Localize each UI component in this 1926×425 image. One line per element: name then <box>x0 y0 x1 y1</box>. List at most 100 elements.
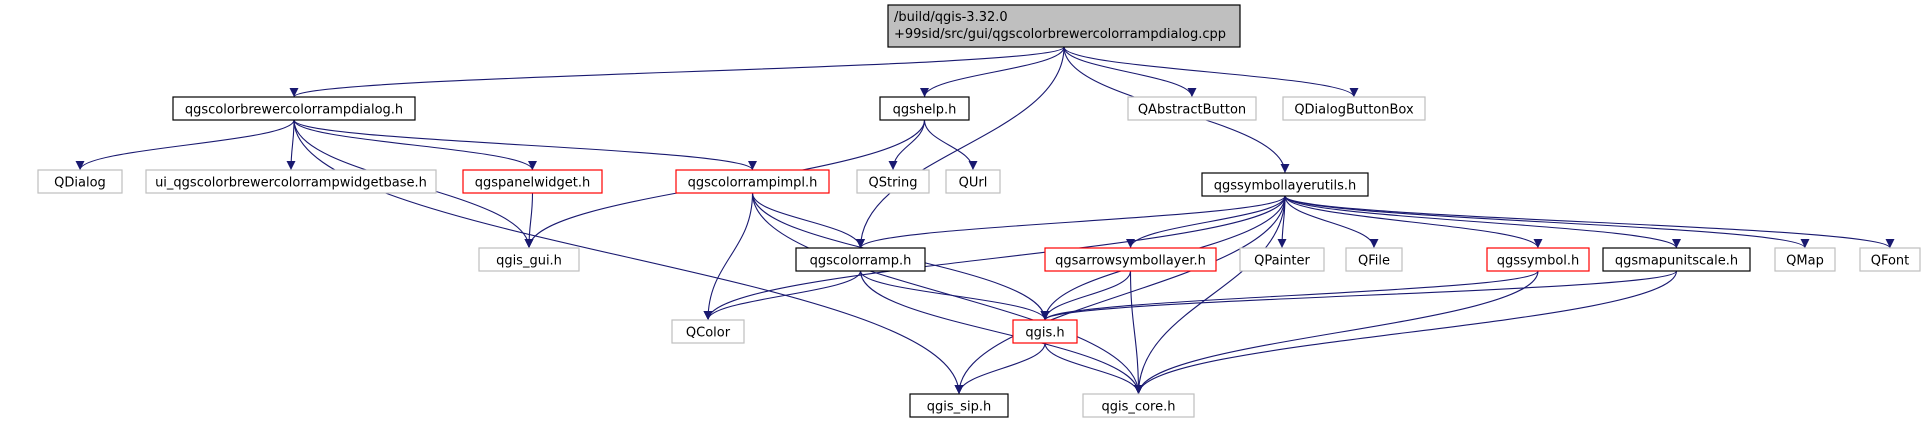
edge-qgssymbollayerutils_h-to-qgis_core_h <box>1134 195 1286 395</box>
edge-qgshelp_h-to-qstring <box>888 119 926 171</box>
node-label: qgis_sip.h <box>927 400 991 415</box>
node-label: QFile <box>1358 254 1390 269</box>
node-box <box>887 4 1241 48</box>
edge-qgshelp_h-to-qurl <box>923 119 978 171</box>
node-box <box>145 169 437 194</box>
node-qstring: QString <box>856 169 930 194</box>
node-label: qgssymbol.h <box>1497 254 1580 269</box>
node-box <box>1201 172 1369 197</box>
edge-qgscolorrampimpl_h-to-qcolor <box>703 192 754 321</box>
edge-qgssymbollayerutils_h-to-qcolor <box>703 195 1286 321</box>
edge-root-to-qabstractbutton <box>1063 46 1197 98</box>
edge-qgssymbollayerutils_h-to-qgssymbol_h <box>1284 195 1543 249</box>
edge-root-to-qgshelp_h <box>920 46 1065 98</box>
edge-dialog_h-to-qgis_sip_h <box>293 119 964 395</box>
node-qfile: QFile <box>1345 247 1403 272</box>
node-label-line: /build/qgis-3.32.0 <box>894 10 1008 25</box>
node-box <box>1239 247 1325 272</box>
node-qgis-core-h: qgis_core.h <box>1082 393 1195 418</box>
node-label: QDialogButtonBox <box>1294 103 1414 118</box>
node-qgscolorrampimpl-h[interactable]: qgscolorrampimpl.h <box>675 169 830 194</box>
node-box <box>945 169 1001 194</box>
edge-qgssymbol_h-to-qgis_core_h <box>1134 270 1539 395</box>
node-box <box>909 393 1009 418</box>
node-qgshelp-h[interactable]: qgshelp.h <box>879 96 970 121</box>
node-qabstractbutton: QAbstractButton <box>1127 96 1257 121</box>
node-label: qgshelp.h <box>893 103 957 118</box>
node-qcolor: QColor <box>671 319 745 344</box>
edge-qgssymbollayerutils_h-to-qfont <box>1284 195 1895 249</box>
node-box <box>675 169 830 194</box>
node-qdialog: QDialog <box>37 169 123 194</box>
node-label-line: +99sid/src/gui/qgscolorbrewercolorrampdi… <box>894 27 1226 42</box>
node-qgsarrowsymbollayer-h[interactable]: qgsarrowsymbollayer.h <box>1044 247 1217 272</box>
node-box <box>1082 393 1195 418</box>
node-label: qgis_core.h <box>1102 400 1176 415</box>
edge-root-to-qdialogbuttonbox <box>1063 46 1359 98</box>
node-label: QFont <box>1871 254 1910 269</box>
edge-dialog_h-to-qgspanelwidget_h <box>293 119 537 171</box>
node-qfont: QFont <box>1859 247 1921 272</box>
node-box <box>879 96 970 121</box>
node-qgis-h[interactable]: qgis.h <box>1012 319 1078 344</box>
edge-qgsarrowsymbollayer_h-to-qgis_h <box>1040 270 1132 321</box>
node-dialog-h[interactable]: qgscolorbrewercolorrampdialog.h <box>172 96 416 121</box>
node-root[interactable]: /build/qgis-3.32.0 +99sid/src/gui/qgscolo… <box>887 4 1241 48</box>
node-box <box>671 319 745 344</box>
edge-qgssymbollayerutils_h-to-qgsarrowsymbollayer_h <box>1126 195 1286 249</box>
node-box <box>1345 247 1403 272</box>
node-qgssymbollayerutils-h[interactable]: qgssymbollayerutils.h <box>1201 172 1369 197</box>
node-label: qgscolorramp.h <box>810 254 912 269</box>
node-box <box>1774 247 1836 272</box>
edge-qgssymbol_h-to-qgis_h <box>1040 270 1539 321</box>
node-layer: /build/qgis-3.32.0 +99sid/src/gui/qgscolo… <box>37 4 1921 418</box>
edge-qgscolorramp_h-to-qgis_core_h <box>859 270 1143 395</box>
node-qgsmapunitscale-h[interactable]: qgsmapunitscale.h <box>1602 247 1751 272</box>
node-label: qgis.h <box>1025 326 1064 341</box>
node-label: QPainter <box>1254 254 1310 269</box>
node-label: QColor <box>686 326 731 341</box>
edge-qgssymbollayerutils_h-to-qgsmapunitscale_h <box>1284 195 1681 249</box>
node-box <box>1859 247 1921 272</box>
edge-layer <box>75 46 1895 395</box>
node-box <box>856 169 930 194</box>
edge-qgsmapunitscale_h-to-qgis_h <box>1040 270 1678 321</box>
edge-qgis_h-to-qgis_sip_h <box>954 342 1046 395</box>
node-label: qgspanelwidget.h <box>475 176 591 191</box>
node-box <box>478 247 580 272</box>
node-qgscolorramp-h[interactable]: qgscolorramp.h <box>795 247 926 272</box>
edge-qgssymbollayerutils_h-to-qgis_sip_h <box>954 195 1286 395</box>
node-label: ui_qgscolorbrewercolorrampwidgetbase.h <box>155 176 427 191</box>
node-label: QString <box>868 176 917 191</box>
edge-qgsarrowsymbollayer_h-to-qgis_core_h <box>1129 270 1143 395</box>
edge-root-to-dialog_h <box>289 46 1065 98</box>
node-label: qgscolorrampimpl.h <box>688 176 818 191</box>
node-box <box>795 247 926 272</box>
node-label: qgsarrowsymbollayer.h <box>1055 254 1206 269</box>
node-label: QMap <box>1786 254 1824 269</box>
node-qpainter: QPainter <box>1239 247 1325 272</box>
edge-qgspanelwidget_h-to-qgis_gui_h <box>524 192 534 249</box>
node-box <box>1602 247 1751 272</box>
node-box <box>1012 319 1078 344</box>
node-box <box>462 169 603 194</box>
edge-qgssymbollayerutils_h-to-qmap <box>1284 195 1810 249</box>
edge-qgssymbollayerutils_h-to-qgscolorramp_h <box>856 195 1286 249</box>
node-qgspanelwidget-h[interactable]: qgspanelwidget.h <box>462 169 603 194</box>
node-label: qgsmapunitscale.h <box>1615 254 1738 269</box>
node-qgis-sip-h[interactable]: qgis_sip.h <box>909 393 1009 418</box>
node-label: qgis_gui.h <box>496 254 562 269</box>
edge-qgscolorrampimpl_h-to-qgis_core_h <box>751 192 1143 395</box>
node-qdialogbuttonbox: QDialogButtonBox <box>1282 96 1426 121</box>
edge-qgscolorramp_h-to-qgis_h <box>859 270 1050 321</box>
node-box <box>37 169 123 194</box>
edge-qgsmapunitscale_h-to-qgis_core_h <box>1134 270 1678 395</box>
node-label: QUrl <box>959 176 988 191</box>
node-label: QAbstractButton <box>1138 103 1246 118</box>
edge-qgscolorramp_h-to-qcolor <box>703 270 862 321</box>
edge-dialog_h-to-qdialog <box>75 119 295 171</box>
node-qgssymbol-h[interactable]: qgssymbol.h <box>1486 247 1590 272</box>
edge-dialog_h-to-qgscolorrampimpl_h <box>293 119 757 171</box>
node-box <box>1044 247 1217 272</box>
